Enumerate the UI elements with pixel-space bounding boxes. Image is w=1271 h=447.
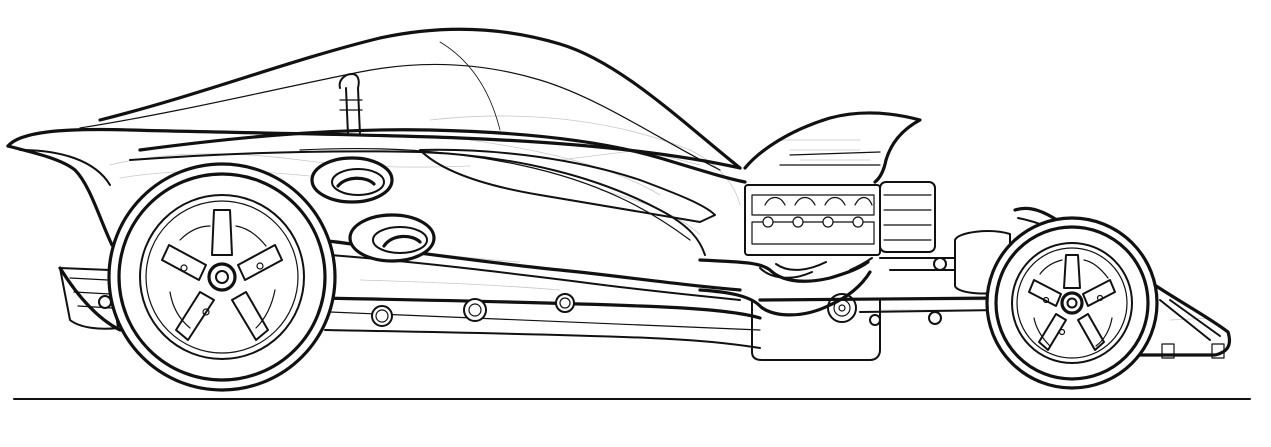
rivet — [98, 295, 112, 309]
engine-icon — [743, 111, 936, 361]
side-scoops — [310, 156, 436, 263]
front-wheel-icon — [985, 216, 1159, 390]
rivet — [555, 293, 575, 313]
rear-wheel-icon — [107, 162, 337, 392]
rivet — [371, 305, 393, 327]
rivet — [463, 298, 487, 322]
exhaust-pipe-icon — [698, 257, 873, 317]
